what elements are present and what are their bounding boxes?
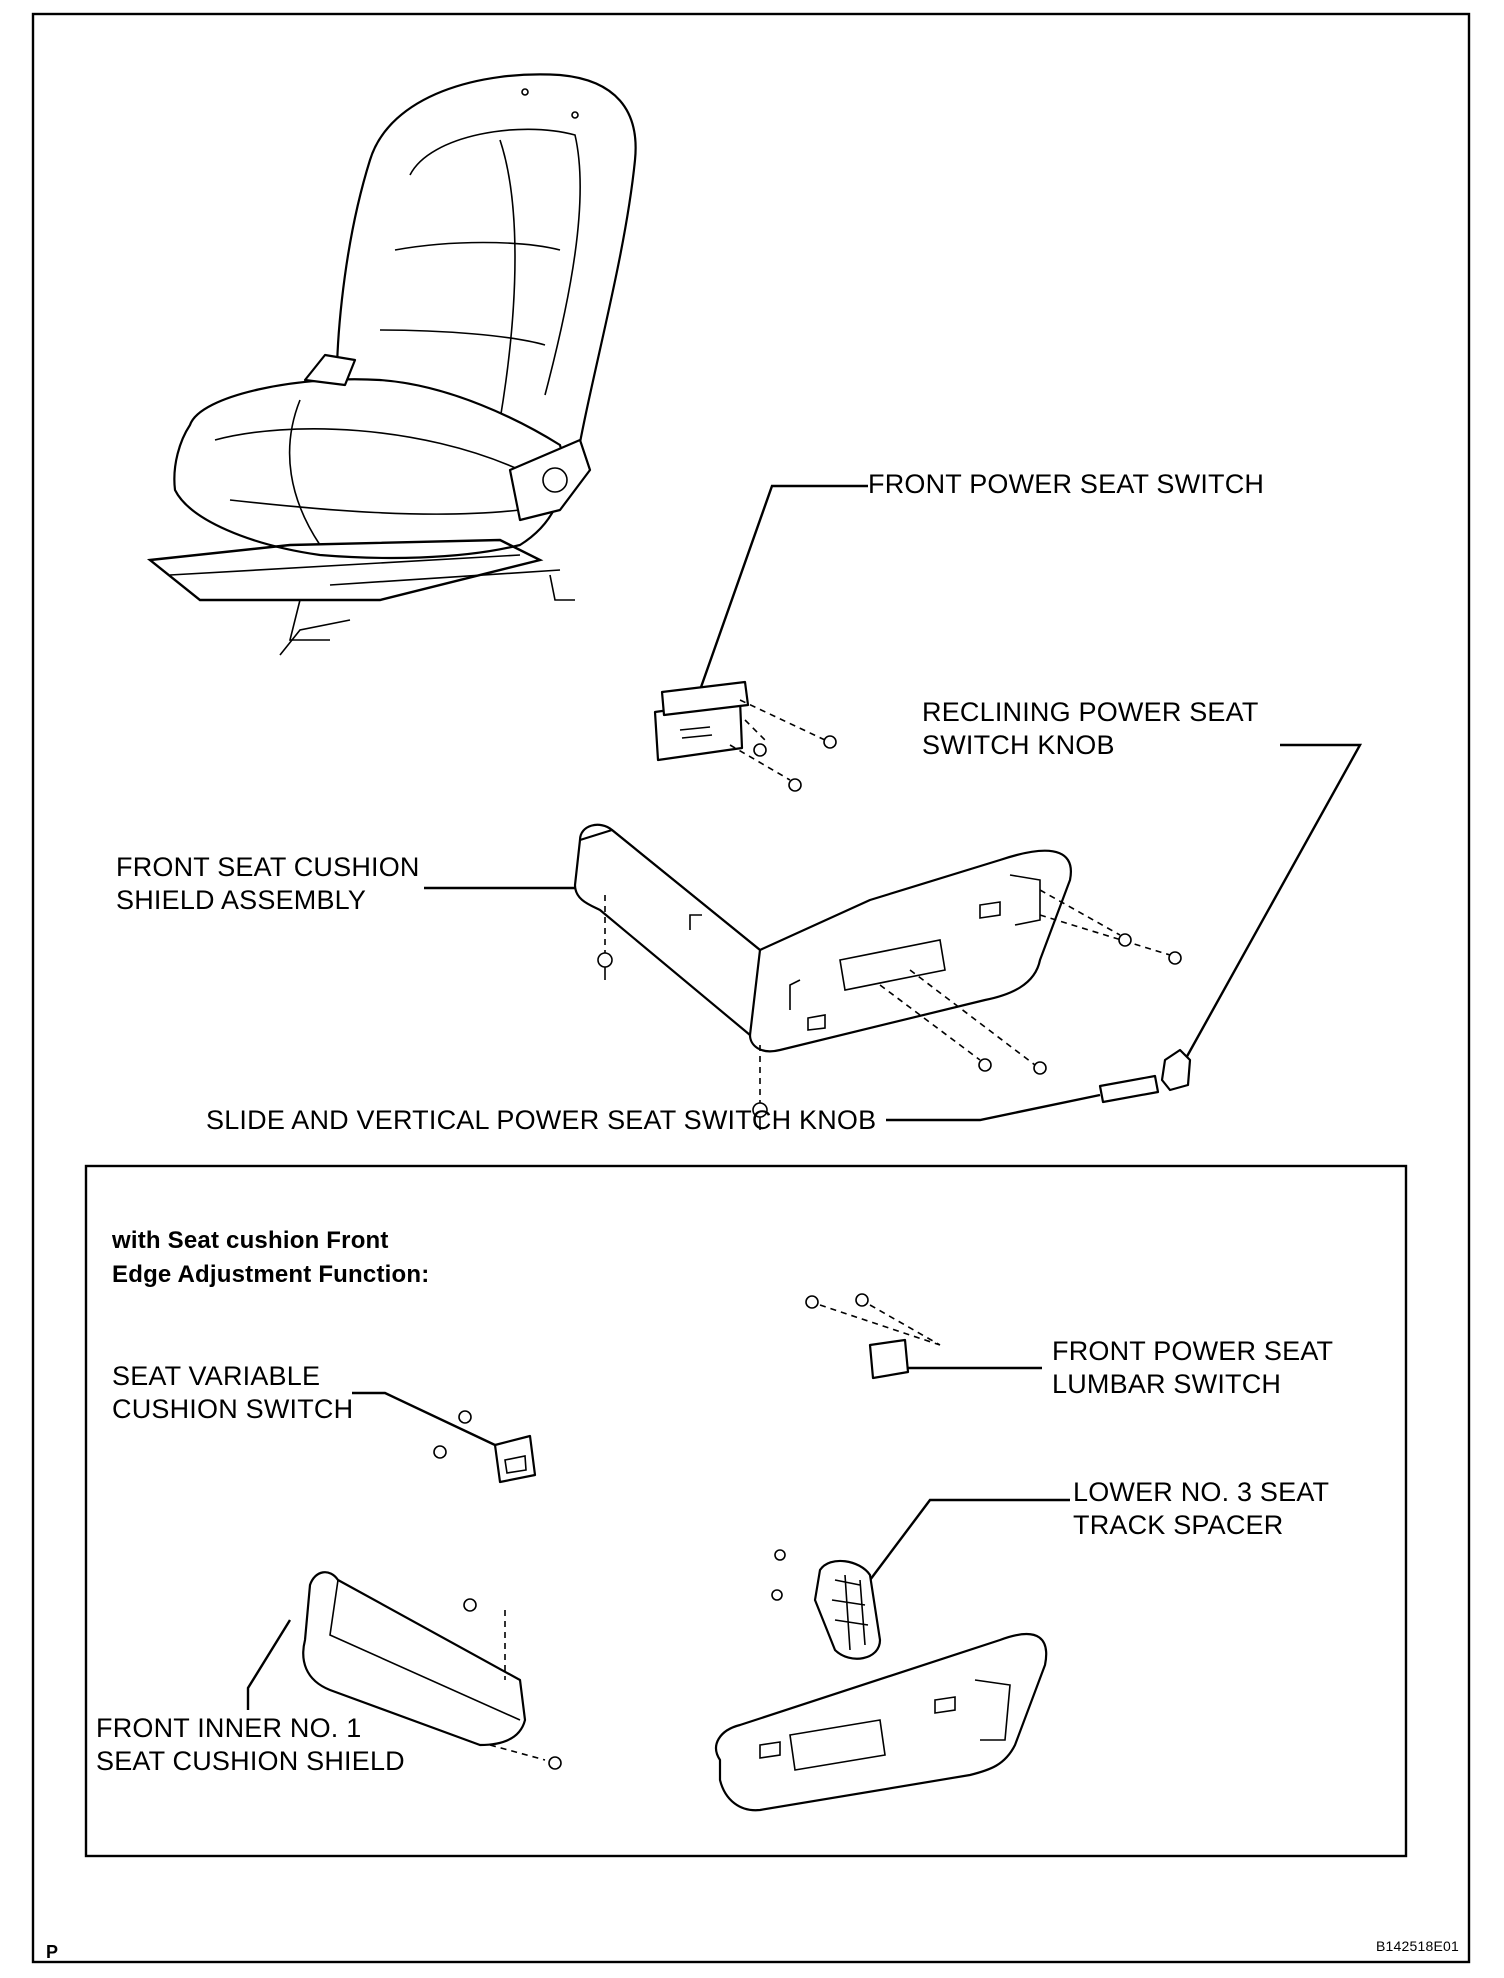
leader-variable-switch xyxy=(352,1391,496,1447)
label-track-spacer-line1: LOWER NO. 3 SEAT xyxy=(1073,1477,1330,1507)
label-track-spacer-line2: TRACK SPACER xyxy=(1073,1510,1284,1540)
label-variable-switch-line1: SEAT VARIABLE xyxy=(112,1361,321,1391)
inset-box xyxy=(84,1164,1408,1858)
label-cushion-shield-line1: FRONT SEAT CUSHION xyxy=(116,852,420,882)
variable-switch-part xyxy=(433,1410,537,1484)
seat-illustration xyxy=(146,73,637,656)
leader-front-power-seat-switch xyxy=(698,484,868,691)
label-reclining-knob-line1: RECLINING POWER SEAT xyxy=(922,697,1259,727)
front-power-seat-switch-part xyxy=(653,680,837,792)
label-front-power-seat-switch: FRONT POWER SEAT SWITCH xyxy=(868,469,1265,499)
figure-code: B142518E01 xyxy=(1376,1938,1459,1954)
label-reclining-knob-line2: SWITCH KNOB xyxy=(922,730,1115,760)
reclining-knob-part xyxy=(1160,1048,1192,1092)
label-lumbar-switch-line1: FRONT POWER SEAT xyxy=(1052,1336,1334,1366)
inset-seat-shield-part xyxy=(715,1632,1048,1812)
inset-heading-line1: with Seat cushion Front xyxy=(112,1227,389,1254)
section-mark: P xyxy=(46,1942,59,1962)
inset-heading-line2: Edge Adjustment Function: xyxy=(112,1261,430,1288)
page-border xyxy=(31,12,1471,1964)
leader-track-spacer xyxy=(869,1498,1070,1581)
leader-slide-vertical-knob xyxy=(886,1093,1101,1122)
label-cushion-shield-line2: SHIELD ASSEMBLY xyxy=(116,885,367,915)
label-inner-shield-line1: FRONT INNER NO. 1 xyxy=(96,1713,362,1743)
track-spacer-part xyxy=(771,1549,882,1660)
label-slide-vertical-knob: SLIDE AND VERTICAL POWER SEAT SWITCH KNO… xyxy=(206,1105,877,1135)
label-lumbar-switch-line2: LUMBAR SWITCH xyxy=(1052,1369,1282,1399)
lumbar-switch-part xyxy=(805,1293,941,1380)
leader-reclining-knob xyxy=(1183,743,1363,1061)
slide-vertical-knob-part xyxy=(1098,1074,1160,1104)
inner-shield-part xyxy=(302,1571,562,1770)
cushion-shield-part xyxy=(573,823,1182,1130)
label-variable-switch-line2: CUSHION SWITCH xyxy=(112,1394,354,1424)
leader-inner-shield xyxy=(246,1619,292,1710)
label-inner-shield-line2: SEAT CUSHION SHIELD xyxy=(96,1746,405,1776)
